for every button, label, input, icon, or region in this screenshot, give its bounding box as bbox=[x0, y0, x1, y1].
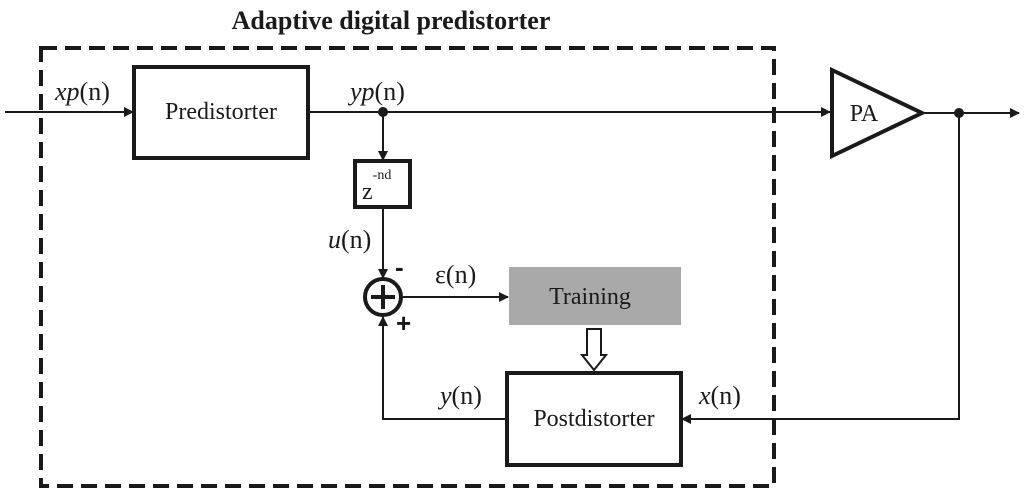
label-epsilon: ε(n) bbox=[435, 260, 476, 289]
pa-amplifier bbox=[830, 66, 927, 160]
delay-label: z-nd bbox=[362, 168, 391, 205]
training-label: Training bbox=[549, 284, 631, 310]
minus-sign: - bbox=[395, 252, 404, 282]
x-feedback-arrow bbox=[681, 113, 960, 424]
predistorter-label: Predistorter bbox=[165, 99, 277, 125]
label-y: y(n) bbox=[437, 381, 482, 410]
diagram-title: Adaptive digital predistorter bbox=[232, 6, 551, 35]
training-block bbox=[509, 267, 681, 325]
training-update-arrow bbox=[579, 328, 609, 372]
label-u: u(n) bbox=[328, 225, 371, 254]
postdistorter-label: Postdistorter bbox=[533, 406, 654, 432]
label-xp: xp(n) bbox=[54, 77, 110, 106]
label-x: x(n) bbox=[698, 381, 741, 410]
plus-sign: + bbox=[396, 308, 411, 338]
predistorter-enclosure bbox=[39, 46, 776, 488]
predistorter-block bbox=[132, 65, 310, 160]
y-feedback-arrow bbox=[378, 316, 507, 420]
label-yp: yp(n) bbox=[347, 77, 405, 106]
pa-label: PA bbox=[850, 101, 879, 127]
delay-block bbox=[353, 159, 412, 209]
